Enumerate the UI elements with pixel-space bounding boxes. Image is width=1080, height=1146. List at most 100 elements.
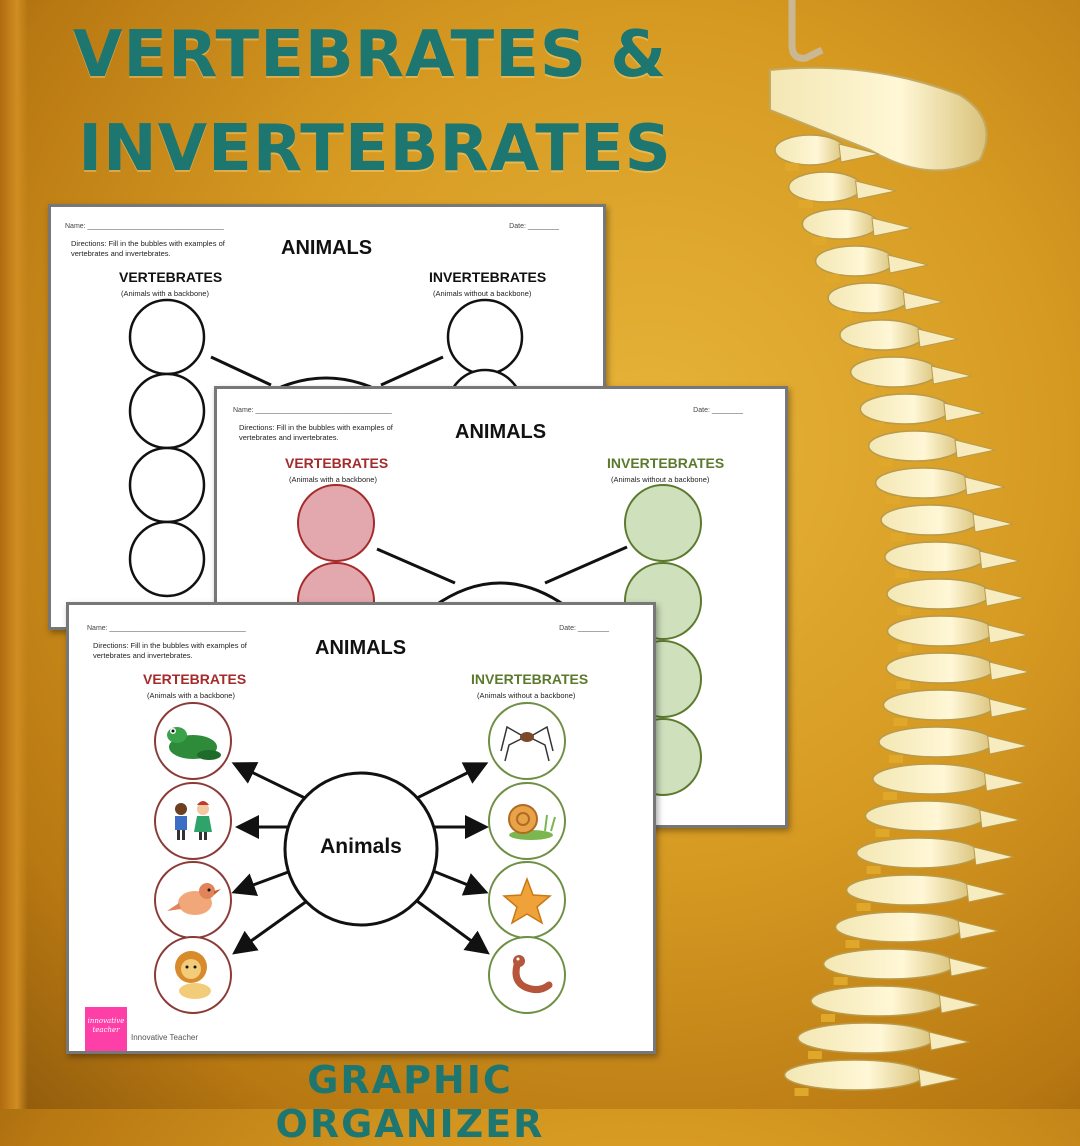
name-field: Name: __________________________________… bbox=[65, 223, 224, 230]
vertebra bbox=[882, 689, 997, 721]
vertebra bbox=[885, 652, 997, 684]
vertebrates-heading: VERTEBRATES bbox=[143, 671, 247, 687]
footer-caption: GRAPHIC ORGANIZER bbox=[275, 1058, 545, 1146]
vertebra bbox=[872, 763, 992, 795]
vertebra bbox=[822, 948, 956, 980]
spinal-disc bbox=[812, 237, 827, 245]
worksheet-front: Name: __________________________________… bbox=[66, 602, 656, 1054]
directions-line-2: vertebrates and invertebrates. bbox=[239, 433, 339, 442]
vertebra-process bbox=[948, 957, 990, 977]
vertebra bbox=[810, 985, 947, 1017]
directions-line-1: Directions: Fill in the bubbles with exa… bbox=[239, 423, 393, 432]
spinal-disc bbox=[849, 348, 864, 356]
vertebra-process bbox=[987, 624, 1029, 644]
spinal-disc bbox=[798, 200, 813, 208]
spine-model-image bbox=[769, 0, 1030, 1096]
vertebra bbox=[886, 615, 995, 647]
spinal-disc bbox=[896, 681, 911, 689]
center-label: Animals bbox=[320, 835, 402, 858]
spinal-disc bbox=[897, 607, 912, 615]
wall-edge bbox=[0, 0, 28, 1109]
directions-line-2: vertebrates and invertebrates. bbox=[71, 249, 171, 258]
credit-text: Innovative Teacher bbox=[131, 1033, 199, 1042]
date-field: Date: ________ bbox=[559, 625, 609, 632]
vertebra-process bbox=[938, 994, 980, 1014]
vertebrates-subheading: (Animals with a backbone) bbox=[147, 691, 235, 700]
vertebra-process bbox=[966, 883, 1007, 903]
children-picture bbox=[175, 801, 212, 840]
vertebrates-subheading: (Animals with a backbone) bbox=[289, 475, 377, 484]
vertebra bbox=[849, 356, 939, 388]
directions-line-1: Directions: Fill in the bubbles with exa… bbox=[93, 641, 247, 650]
vertebra bbox=[874, 467, 972, 499]
vertebra-process bbox=[954, 439, 996, 459]
date-field: Date: ________ bbox=[693, 407, 743, 414]
lion-picture bbox=[175, 951, 211, 999]
spinal-disc bbox=[825, 274, 840, 282]
spinal-disc bbox=[893, 718, 908, 726]
vertebra bbox=[788, 171, 863, 203]
spinal-disc bbox=[860, 385, 875, 393]
vertebra-process bbox=[917, 1068, 959, 1088]
vertebra-process bbox=[957, 920, 999, 940]
vertebra bbox=[839, 319, 925, 351]
spinal-disc bbox=[875, 829, 890, 837]
spinal-disc bbox=[878, 459, 893, 467]
spinal-disc bbox=[785, 163, 799, 171]
spinal-disc bbox=[821, 1014, 836, 1022]
vertebra bbox=[774, 134, 846, 166]
vertebra-process bbox=[973, 846, 1014, 866]
directions-line-1: Directions: Fill in the bubbles with exa… bbox=[71, 239, 225, 248]
title-line-1: VERTEBRATES & bbox=[72, 18, 668, 92]
bird-picture bbox=[167, 883, 221, 915]
invertebrates-heading: INVERTEBRATES bbox=[607, 455, 725, 471]
vertebra-process bbox=[855, 180, 896, 200]
spinal-disc bbox=[838, 311, 853, 319]
vertebra bbox=[845, 874, 974, 906]
vertebra bbox=[878, 726, 995, 758]
vertebra-process bbox=[984, 587, 1025, 607]
vertebra-process bbox=[988, 698, 1030, 718]
frog-picture bbox=[167, 727, 221, 760]
vertebra-process bbox=[930, 365, 972, 385]
worksheet-title: ANIMALS bbox=[281, 237, 373, 259]
starfish-picture bbox=[502, 876, 552, 925]
vertebra bbox=[886, 578, 992, 610]
vertebra bbox=[867, 430, 962, 462]
spinal-disc bbox=[894, 570, 909, 578]
spinal-disc bbox=[866, 866, 881, 874]
vertebra-process bbox=[972, 513, 1014, 533]
invertebrates-subheading: (Animals without a backbone) bbox=[611, 475, 710, 484]
worksheet-title: ANIMALS bbox=[455, 421, 547, 443]
vertebra bbox=[859, 393, 951, 425]
vertebra-process bbox=[838, 143, 880, 163]
vertebra-process bbox=[979, 809, 1020, 829]
vertebra-process bbox=[983, 772, 1025, 792]
spinal-disc bbox=[833, 977, 848, 985]
snail-picture bbox=[508, 804, 556, 840]
invertebrates-heading: INVERTEBRATES bbox=[429, 269, 547, 285]
spinal-disc bbox=[807, 1051, 822, 1059]
vertebra bbox=[864, 800, 987, 832]
vertebrates-heading: VERTEBRATES bbox=[285, 455, 389, 471]
vertebra-process bbox=[987, 735, 1028, 755]
spinal-disc bbox=[856, 903, 871, 911]
vertebra bbox=[801, 208, 879, 240]
vertebra-process bbox=[871, 217, 913, 237]
date-field: Date: ________ bbox=[509, 223, 559, 230]
name-field: Name: __________________________________… bbox=[233, 407, 392, 414]
vertebra-process bbox=[928, 1031, 970, 1051]
vertebra bbox=[827, 282, 911, 314]
vertebra bbox=[814, 245, 895, 277]
spinal-disc bbox=[882, 792, 897, 800]
vertebra bbox=[884, 541, 987, 573]
worm-picture bbox=[512, 955, 553, 994]
vertebrates-subheading: (Animals with a backbone) bbox=[121, 289, 209, 298]
publisher-logo: innovative teacher bbox=[85, 1007, 127, 1051]
vertebra bbox=[855, 837, 981, 869]
vertebra-process bbox=[917, 328, 959, 348]
vertebra-process bbox=[887, 254, 929, 274]
name-field: Name: __________________________________… bbox=[87, 625, 246, 632]
invertebrates-heading: INVERTEBRATES bbox=[471, 671, 589, 687]
title-line-2: INVERTEBRATES bbox=[78, 112, 672, 186]
